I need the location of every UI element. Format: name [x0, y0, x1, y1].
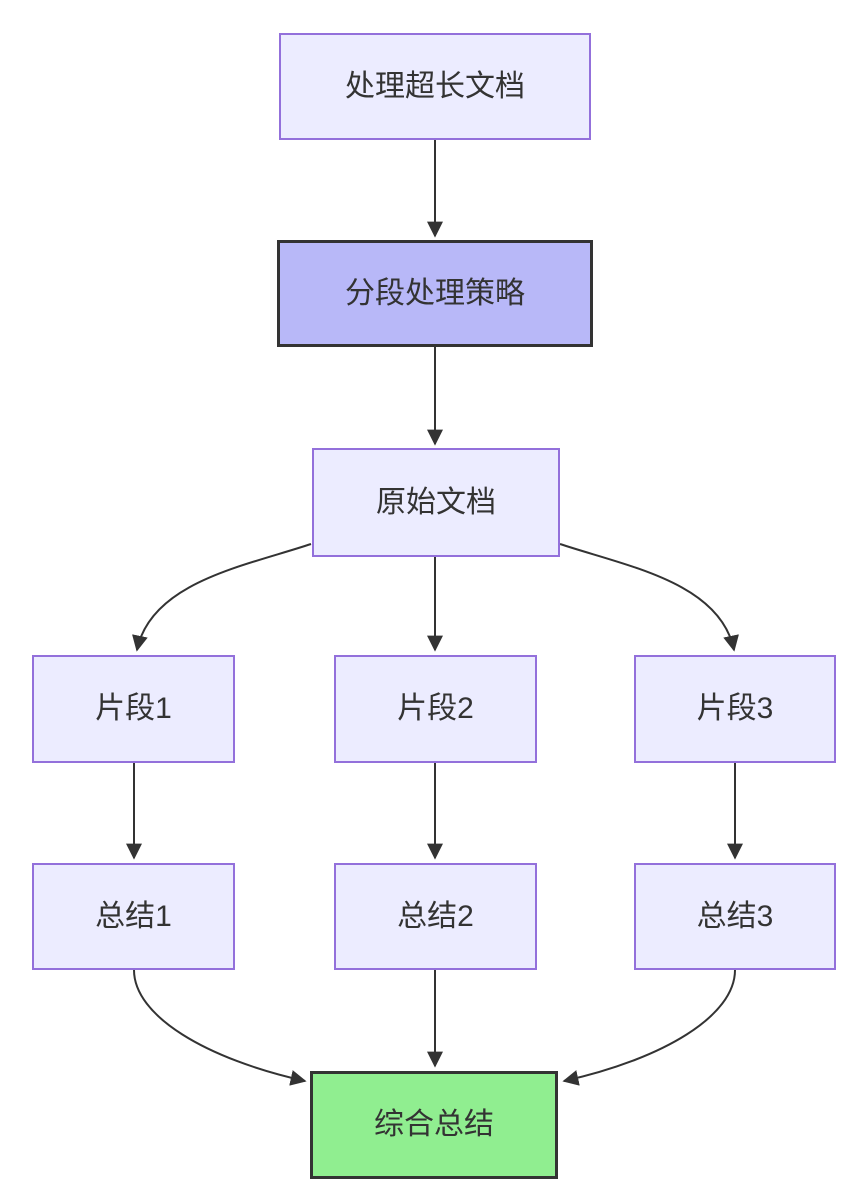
edge-original-document-to-fragment-1: [132, 543, 312, 652]
edge-summary-3-to-final-summary: [562, 969, 736, 1086]
node-summary-1: 总结1: [32, 863, 235, 970]
node-original-document: 原始文档: [312, 448, 560, 557]
edge-original-document-to-fragment-3: [559, 543, 739, 652]
node-fragment-1: 片段1: [32, 655, 235, 763]
node-final-summary: 综合总结: [310, 1071, 558, 1179]
node-segmentation-strategy: 分段处理策略: [277, 240, 593, 347]
node-summary-3: 总结3: [634, 863, 836, 970]
node-fragment-2: 片段2: [334, 655, 537, 763]
node-handle-long-document: 处理超长文档: [279, 33, 591, 140]
node-fragment-3: 片段3: [634, 655, 836, 763]
node-summary-2: 总结2: [334, 863, 537, 970]
edge-summary-1-to-final-summary: [133, 969, 307, 1086]
